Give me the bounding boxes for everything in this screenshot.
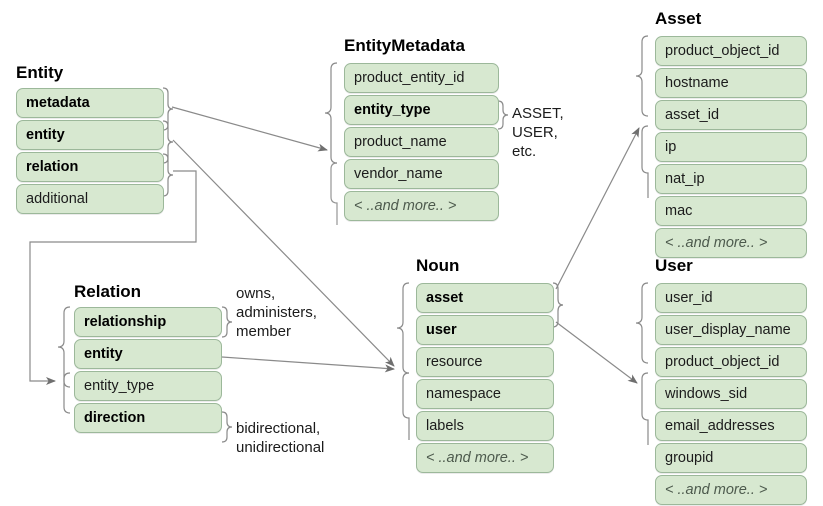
annotation-entity-type-values: ASSET, USER, etc.: [512, 105, 564, 160]
brace-asset-left: [635, 35, 649, 117]
row-entity-relation[interactable]: relation: [16, 152, 164, 182]
group-title-entity-metadata: EntityMetadata: [344, 36, 465, 55]
brace-user-left-lower: [641, 372, 649, 445]
rows-asset: product_object_id hostname asset_id ip n…: [655, 36, 807, 258]
row-relation-entity[interactable]: entity: [74, 339, 222, 369]
rows-entity-metadata: product_entity_id entity_type product_na…: [344, 63, 499, 221]
row-relation-direction[interactable]: direction: [74, 403, 222, 433]
group-title-entity: Entity: [16, 63, 64, 82]
row-em-product-entity-id[interactable]: product_entity_id: [344, 63, 499, 93]
row-relation-entity-type[interactable]: entity_type: [74, 371, 222, 401]
row-em-product-name[interactable]: product_name: [344, 127, 499, 157]
brace-entity-entity-row: [162, 120, 174, 164]
row-noun-labels[interactable]: labels: [416, 411, 554, 441]
brace-noun-right-top: [552, 282, 564, 328]
row-entity-additional[interactable]: additional: [16, 184, 164, 214]
brace-noun-left: [396, 282, 410, 374]
row-user-and-more[interactable]: < ..and more.. >: [655, 475, 807, 505]
wire-relation-entity-to-noun: [221, 356, 395, 373]
wire-asset-to-asset-entity: [555, 127, 640, 290]
row-noun-asset[interactable]: asset: [416, 283, 554, 313]
row-entity-entity[interactable]: entity: [16, 120, 164, 150]
row-user-user-id[interactable]: user_id: [655, 283, 807, 313]
row-asset-asset-id[interactable]: asset_id: [655, 100, 807, 130]
row-noun-and-more[interactable]: < ..and more.. >: [416, 443, 554, 473]
row-user-groupid[interactable]: groupid: [655, 443, 807, 473]
group-title-relation: Relation: [74, 282, 142, 301]
row-noun-resource[interactable]: resource: [416, 347, 554, 377]
group-title-user: User: [655, 256, 693, 275]
row-asset-nat-ip[interactable]: nat_ip: [655, 164, 807, 194]
row-noun-namespace[interactable]: namespace: [416, 379, 554, 409]
row-user-email-addresses[interactable]: email_addresses: [655, 411, 807, 441]
brace-entity-metadata-left-lower: [330, 162, 338, 225]
row-asset-product-object-id[interactable]: product_object_id: [655, 36, 807, 66]
annotation-relationship-values: owns, administers, member: [236, 285, 317, 340]
rows-entity: metadata entity relation additional: [16, 88, 164, 214]
row-asset-ip[interactable]: ip: [655, 132, 807, 162]
row-em-vendor-name[interactable]: vendor_name: [344, 159, 499, 189]
brace-relation-left-lower: [63, 372, 71, 414]
row-asset-hostname[interactable]: hostname: [655, 68, 807, 98]
brace-relationship-values: [221, 306, 233, 338]
brace-direction-values: [221, 411, 233, 443]
row-asset-mac[interactable]: mac: [655, 196, 807, 226]
brace-entity-metadata-left: [324, 62, 338, 164]
row-em-and-more[interactable]: < ..and more.. >: [344, 191, 499, 221]
brace-relation-left: [57, 306, 71, 388]
rows-relation: relationship entity entity_type directio…: [74, 307, 222, 433]
wire-metadata-to-entitymetadata: [171, 106, 328, 152]
group-title-noun: Noun: [416, 256, 460, 275]
brace-entity-relation-row: [162, 153, 174, 197]
row-noun-user[interactable]: user: [416, 315, 554, 345]
row-asset-and-more[interactable]: < ..and more.. >: [655, 228, 807, 258]
brace-entity-metadata-row: [162, 87, 174, 131]
group-title-asset: Asset: [655, 9, 702, 28]
row-em-entity-type[interactable]: entity_type: [344, 95, 499, 125]
row-user-product-object-id[interactable]: product_object_id: [655, 347, 807, 377]
brace-entity-type-values: [497, 100, 509, 130]
brace-asset-left-lower: [641, 125, 649, 198]
row-relation-relationship[interactable]: relationship: [74, 307, 222, 337]
wire-user-to-user-entity: [555, 321, 638, 384]
brace-noun-left-lower: [402, 372, 410, 440]
annotation-direction-values: bidirectional, unidirectional: [236, 420, 325, 456]
rows-noun: asset user resource namespace labels < .…: [416, 283, 554, 473]
row-entity-metadata[interactable]: metadata: [16, 88, 164, 118]
row-user-windows-sid[interactable]: windows_sid: [655, 379, 807, 409]
rows-user: user_id user_display_name product_object…: [655, 283, 807, 505]
row-user-user-display-name[interactable]: user_display_name: [655, 315, 807, 345]
brace-user-left: [635, 282, 649, 364]
